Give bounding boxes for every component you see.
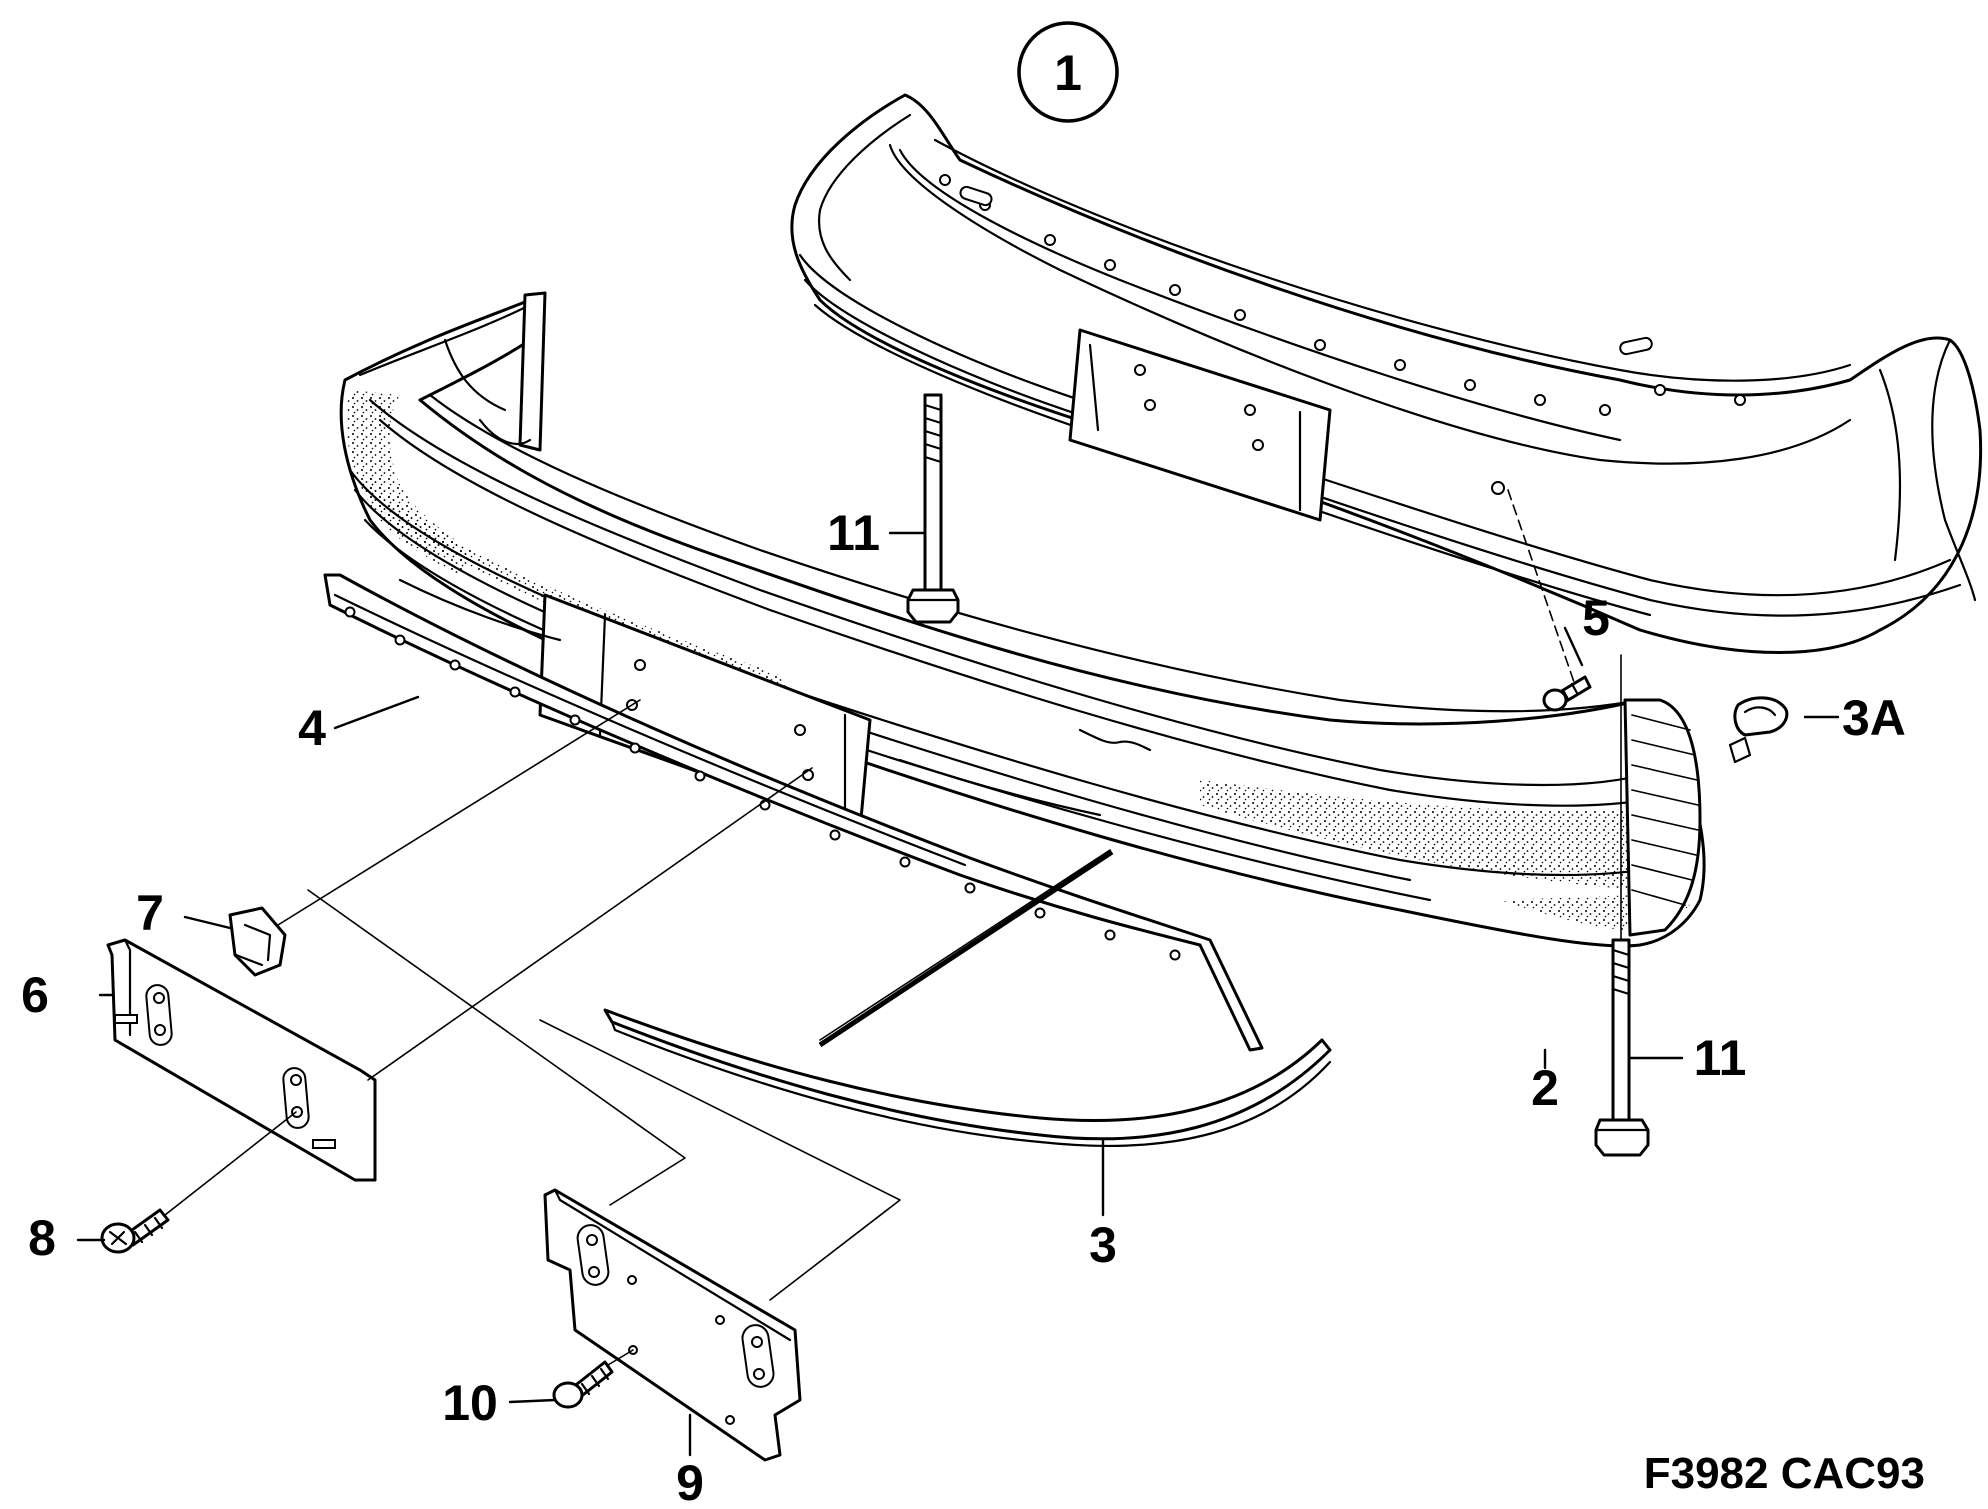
callout-11-left: 11 bbox=[827, 505, 880, 561]
callout-10: 10 bbox=[442, 1375, 498, 1431]
bolt-5 bbox=[1542, 675, 1592, 712]
callout-6: 6 bbox=[21, 967, 49, 1023]
callout-7: 7 bbox=[136, 885, 164, 941]
clip-3A bbox=[1728, 696, 1789, 764]
callout-11-right: 11 bbox=[1694, 1030, 1747, 1086]
bolt-left bbox=[906, 393, 960, 624]
callout-8: 8 bbox=[28, 1210, 56, 1266]
assembly-marker: 1 bbox=[1017, 21, 1119, 123]
strip-holes bbox=[344, 606, 1181, 961]
callout-3A: 3A bbox=[1842, 690, 1906, 746]
grille-slats bbox=[1631, 714, 1699, 906]
mounting-plate bbox=[543, 1188, 802, 1462]
callout-5: 5 bbox=[1582, 590, 1610, 646]
bumper-strip bbox=[323, 573, 1264, 1052]
bolt-right bbox=[1594, 938, 1650, 1157]
callout-labels: 11 5 3A 4 7 6 2 11 8 3 10 9 bbox=[21, 505, 1906, 1509]
front-bumper bbox=[339, 291, 1706, 948]
spoiler-lip bbox=[603, 1008, 1332, 1148]
screw-10 bbox=[552, 1360, 614, 1409]
explode-lines bbox=[164, 489, 1622, 1366]
screw-8 bbox=[100, 1208, 170, 1254]
callout-3: 3 bbox=[1089, 1217, 1117, 1273]
leader-lines bbox=[76, 531, 1840, 1457]
callout-2: 2 bbox=[1531, 1060, 1559, 1116]
rim-holes bbox=[939, 174, 1746, 416]
background-bumper bbox=[790, 93, 1983, 654]
callout-9: 9 bbox=[676, 1455, 704, 1509]
figure-code: F3982 CAC93 bbox=[1644, 1449, 1925, 1498]
clip-7 bbox=[228, 906, 287, 977]
license-plate-bracket bbox=[106, 938, 377, 1182]
assembly-number: 1 bbox=[1054, 45, 1082, 101]
callout-4: 4 bbox=[298, 700, 326, 756]
